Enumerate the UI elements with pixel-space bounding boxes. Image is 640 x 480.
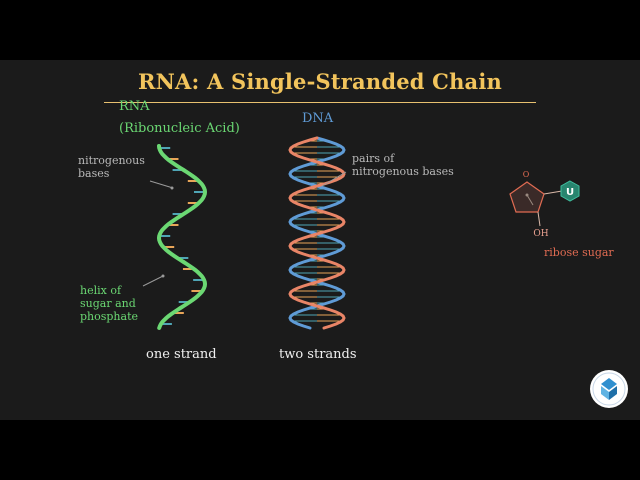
dna-strand-blue [288, 136, 346, 330]
nitrogenous-bases-label-line2: bases [78, 167, 110, 180]
pairs-label-line2: nitrogenous bases [352, 165, 454, 178]
slide: RNA: A Single-Stranded Chain O U OH RNA … [0, 60, 640, 420]
pairs-pointer [321, 171, 347, 187]
two-strands-caption: two strands [279, 347, 357, 362]
dna-strand-orange [288, 136, 346, 330]
ribose-oh-bond [537, 211, 541, 227]
rna-label: RNA [119, 99, 150, 114]
ribose-inner-line [526, 194, 534, 206]
ribose-oh-label: OH [533, 229, 548, 239]
nitrogenous-bases-pointer-dot [170, 186, 174, 190]
pairs-label-line1: pairs of [352, 152, 395, 165]
nitrogenous-bases-pointer [149, 180, 174, 189]
organization-logo-icon [590, 370, 628, 408]
rna-subtitle: (Ribonucleic Acid) [119, 121, 240, 136]
uracil-label: U [566, 187, 574, 198]
nitrogenous-bases-label-line1: nitrogenous [78, 154, 145, 167]
one-strand-caption: one strand [146, 347, 217, 362]
ribose-sugar-label: ribose sugar [544, 246, 614, 259]
ribose-oxygen-label: O [523, 170, 530, 179]
helix-pointer [142, 275, 164, 287]
ribose-sugar-icon: O U OH [509, 170, 580, 239]
helix-diagram: O U OH [142, 136, 580, 330]
helix-pointer-dot [161, 274, 165, 278]
dna-label: DNA [302, 111, 334, 126]
uracil-base-hexagon [560, 180, 580, 202]
helix-label-line1: helix of [80, 284, 122, 297]
slide-title: RNA: A Single-Stranded Chain [137, 69, 503, 94]
helix-label-line2: sugar and [80, 297, 136, 310]
ribose-ring [509, 181, 545, 213]
helix-label-line3: phosphate [80, 310, 139, 323]
rna-strand [156, 144, 208, 330]
ribose-base-bond [543, 190, 563, 195]
title-underline [104, 102, 536, 103]
